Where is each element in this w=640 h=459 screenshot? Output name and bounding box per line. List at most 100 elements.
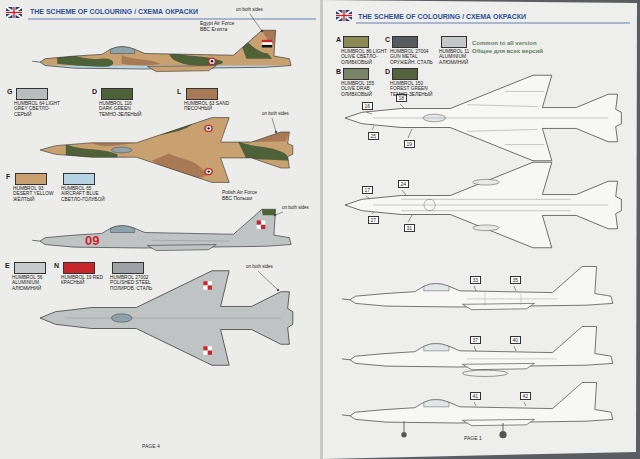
air-force-label: ВВС Египта (200, 27, 227, 33)
tactical-number: 09 (85, 234, 99, 248)
paint-chip (392, 36, 418, 48)
aircraft-side-egypt-part (57, 52, 113, 67)
aircraft-side-egypt-part (40, 30, 298, 74)
aircraft-top-egypt-part (206, 169, 212, 174)
aircraft-side-egypt-part (32, 61, 40, 63)
aircraft-side-poland-part (111, 226, 135, 233)
aircraft-side-poland (32, 209, 291, 250)
aircraft-top-poland-part (203, 281, 207, 285)
flag-icon-part (336, 10, 352, 21)
aircraft-top-poland-part (40, 271, 293, 366)
callout-number: 31 (404, 224, 415, 232)
note-label: Common to all version (472, 40, 537, 47)
legend-item: HUMBROL 93 DESERT YELLOW ЖЁЛТЫЙ (13, 173, 59, 202)
paint-label: HUMBROL 27002 POLISHED STEEL ПОЛИРОВ. СТ… (110, 275, 156, 291)
paint-label: HUMBROL 56 ALUMINIUM АЛЮМИНИЙ (12, 275, 58, 291)
paint-chip (112, 262, 144, 274)
aircraft-top-egypt-part (92, 143, 135, 146)
leader-line-part (474, 402, 476, 406)
aircraft-side-egypt-part (40, 30, 291, 69)
flag-icon-part (336, 10, 352, 21)
legend-item: HUMBROL 19 RED КРАСНЫЙ (61, 262, 107, 286)
paint-code: F (6, 173, 10, 181)
aircraft-side-lineart-part (350, 267, 613, 308)
aircraft-side-lineart-part (342, 298, 350, 300)
paint-chip (15, 173, 47, 185)
aircraft-side-lineart-part (463, 363, 535, 369)
aircraft-top-poland-part (208, 346, 212, 350)
paint-chip (63, 173, 95, 185)
aircraft-side-lineart-part (404, 421, 503, 432)
aircraft-side-lineart-part (424, 344, 449, 351)
aircraft-side-lineart-part (463, 370, 508, 376)
air-force-label: Polish Air Force (222, 190, 257, 196)
flag-icon-part (6, 7, 22, 18)
flag-icon-part (6, 7, 22, 18)
callout-number: 19 (404, 140, 415, 148)
aircraft-side-poland-part (257, 220, 261, 224)
flag-icon (6, 7, 352, 21)
aircraft-top-egypt-part (252, 132, 290, 142)
paint-code: G (7, 88, 12, 96)
aircraft-top-poland (40, 271, 293, 366)
aircraft-side-egypt-part (262, 45, 272, 48)
leader-line-part (524, 402, 526, 406)
aircraft-side-lineart-part (401, 432, 406, 437)
callout-number: 37 (470, 336, 481, 344)
aircraft-top-egypt-part (111, 147, 132, 153)
callout-number: 41 (470, 392, 481, 400)
legend-item: HUMBROL 86 LIGHT OLIVE СВЕТЛО-ОЛИВКОВЫЙ (341, 36, 387, 65)
aircraft-side-egypt (32, 30, 298, 74)
aircraft-side-egypt-part (111, 47, 135, 54)
paint-code: N (54, 262, 59, 270)
aircraft-side-lineart-part (467, 293, 557, 307)
aircraft-top-egypt-part (206, 126, 212, 131)
paint-code: C (385, 36, 390, 44)
callout-number: 33 (470, 276, 481, 284)
paint-chip (16, 88, 48, 100)
leader-line-part (372, 212, 374, 214)
aircraft-side-poland-part (40, 209, 291, 248)
paint-label: HUMBROL 86 LIGHT OLIVE СВЕТЛО-ОЛИВКОВЫЙ (341, 49, 387, 65)
air-force-label: Egypt Air Force (200, 21, 234, 27)
aircraft-side-poland-part (257, 225, 261, 229)
aircraft-side-lineart (342, 327, 613, 377)
flag-icon-part (6, 7, 22, 18)
leader-line-part (408, 215, 412, 222)
aircraft-side-lineart-part (350, 327, 613, 368)
aircraft-side-egypt-part (262, 30, 276, 45)
aircraft-side-lineart (342, 267, 613, 310)
aircraft-side-egypt-part (40, 66, 298, 75)
paint-code: D (385, 68, 390, 76)
callout-number: 27 (368, 216, 379, 224)
leader-line-part (474, 346, 476, 351)
leader-line-part (408, 129, 412, 138)
paint-label: HUMBROL 155 OLIVE DRAB ОЛИВКОВЫЙ (341, 81, 387, 97)
sheet-title: THE SCHEME OF COLOURING / СХЕМА ОКРАСКИ (30, 8, 198, 16)
aircraft-top-lineart-part (345, 75, 621, 161)
paint-code: D (92, 88, 97, 96)
aircraft-top-poland-part (203, 351, 207, 355)
aircraft-side-egypt-part (262, 40, 272, 43)
aircraft-bottom-lineart-part (473, 179, 499, 185)
paint-label: HUMBROL 11 ALUMINIUM АЛЮМИНИЙ (439, 49, 485, 65)
legend-item: HUMBROL 27002 POLISHED STEEL ПОЛИРОВ. СТ… (110, 262, 156, 291)
leader-line-part (275, 131, 277, 133)
aircraft-bottom-lineart-part (373, 199, 608, 210)
leader-line-part (402, 190, 406, 195)
sheet-title: THE SCHEME OF COLOURING / СХЕМА ОКРАСКИ (358, 13, 526, 21)
aircraft-side-egypt-part (211, 60, 214, 63)
callout-number: 17 (362, 186, 373, 194)
aircraft-top-lineart-part (373, 91, 608, 144)
aircraft-side-egypt-part (122, 55, 161, 65)
paint-chip (14, 262, 46, 274)
aircraft-top-poland-part (66, 318, 281, 319)
legend-item: HUMBROL 150 FOREST GREEN ТЕМНО-ЗЕЛЕНЫЙ (390, 68, 436, 97)
aircraft-side-lineart-part (463, 419, 535, 425)
paint-label: HUMBROL 93 DESERT YELLOW ЖЁЛТЫЙ (13, 186, 59, 202)
leader-line-part (261, 30, 263, 32)
callout-number: 35 (510, 276, 521, 284)
callout-number: 40 (510, 336, 521, 344)
header-rule-part (28, 19, 316, 20)
